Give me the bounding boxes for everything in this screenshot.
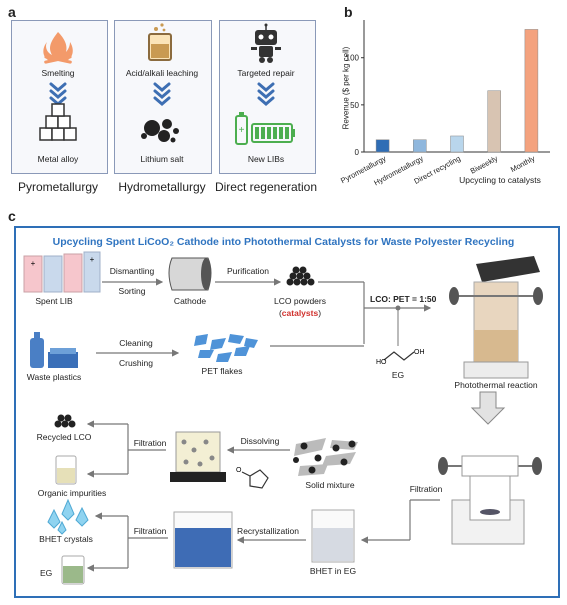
svg-text:+: + (90, 255, 95, 264)
svg-text:OH: OH (414, 349, 425, 356)
recrystallized-beaker-icon (173, 511, 233, 569)
lithium-salt-label: Lithium salt (140, 154, 184, 164)
chart-bar (375, 139, 390, 153)
dismantling-label: Dismantling (109, 266, 155, 276)
chart-bar (487, 90, 501, 153)
solid-mixture-icon (293, 438, 358, 476)
panel-label-b: b (344, 4, 353, 20)
new-libs-label: New LIBs (247, 154, 285, 164)
waste-plastics-label: Waste plastics (26, 372, 82, 382)
filtration-label-1: Filtration (133, 438, 167, 448)
bhet-in-eg-icon (311, 509, 355, 563)
recycled-lco-icon (54, 414, 76, 428)
catalysts-label: (catalysts) (278, 308, 322, 318)
pet-flakes-label: PET flakes (201, 366, 243, 376)
chart-y-tick-label: 100 (346, 54, 360, 63)
chart-y-tick-label: 50 (350, 101, 359, 110)
waste-plastics-icon (30, 332, 78, 368)
chart-bar (450, 135, 464, 153)
organic-impurities-label: Organic impurities (37, 488, 107, 498)
lco-powders-label: LCO powders (274, 296, 326, 306)
filtration-label-2: Filtration (133, 526, 167, 536)
pet-flakes-icon (194, 334, 258, 362)
acid-leaching-label: Acid/alkali leaching (125, 68, 199, 78)
eg-label: EG (40, 568, 53, 578)
smelting-label: Smelting (41, 68, 75, 78)
svg-text:+: + (31, 259, 36, 268)
targeted-repair-label: Targeted repair (237, 68, 295, 78)
lco-powder-icon (286, 266, 315, 286)
panel-label-a: a (8, 4, 16, 20)
chart-bar (413, 139, 427, 153)
robot-icon (251, 23, 281, 63)
battery-icon: + (235, 112, 295, 145)
chart-group-label: Upcycling to catalysts (459, 175, 541, 185)
ratio-label: LCO: PET = 1:50 (370, 294, 437, 304)
direct-regeneration-label: Direct regeneration (214, 180, 318, 194)
dissolving-label: Dissolving (240, 436, 280, 446)
panel-c-title: Upcycling Spent LiCoO₂ Cathode into Phot… (52, 236, 515, 248)
cathode-label: Cathode (173, 296, 207, 306)
cubes-icon (39, 103, 77, 141)
metal-alloy-label: Metal alloy (37, 154, 79, 164)
hydrometallurgy-label: Hydrometallurgy (118, 180, 206, 194)
bhet-in-eg-label: BHET in EG (309, 566, 357, 576)
filtration-label-right: Filtration (409, 484, 443, 494)
purification-label: Purification (226, 266, 270, 276)
spheres-icon (141, 119, 179, 143)
catalysts-text: catalysts (281, 308, 319, 318)
solid-mixture-label: Solid mixture (305, 480, 355, 490)
photothermal-reaction-label: Photothermal reaction (454, 380, 538, 390)
spent-lib-label: Spent LIB (35, 296, 73, 306)
organic-impurities-icon (55, 455, 77, 485)
beaker-icon (148, 23, 172, 61)
fire-icon (43, 32, 73, 64)
sorting-label: Sorting (118, 286, 146, 296)
chart-y-tick-label: 0 (355, 148, 360, 157)
cathode-roll-icon (168, 257, 212, 291)
eg-molecule-icon (383, 351, 415, 361)
filtration-beaker-icon (170, 431, 226, 482)
spent-lib-icon: + + (23, 251, 101, 293)
svg-text:O: O (236, 467, 242, 474)
chart-bar (524, 29, 539, 153)
svg-text:HO: HO (376, 359, 387, 366)
eg-molecule-label: EG (391, 370, 405, 380)
photothermal-reactor-icon (449, 256, 543, 379)
panel-label-c: c (8, 208, 16, 224)
chevron-down-icon (49, 82, 275, 106)
recrystallization-label: Recrystallization (237, 526, 299, 536)
recycled-lco-label: Recycled LCO (36, 432, 92, 442)
svg-text:+: + (239, 125, 245, 136)
crushing-label: Crushing (118, 358, 154, 368)
bhet-crystals-icon (47, 498, 89, 535)
filtration-vessel-icon (438, 455, 542, 545)
eg-jar-icon (61, 555, 85, 585)
cleaning-label: Cleaning (119, 338, 153, 348)
bhet-crystals-label: BHET crystals (39, 534, 93, 544)
pyrometallurgy-label: Pyrometallurgy (17, 180, 99, 194)
solvent-molecule-icon (241, 469, 269, 489)
